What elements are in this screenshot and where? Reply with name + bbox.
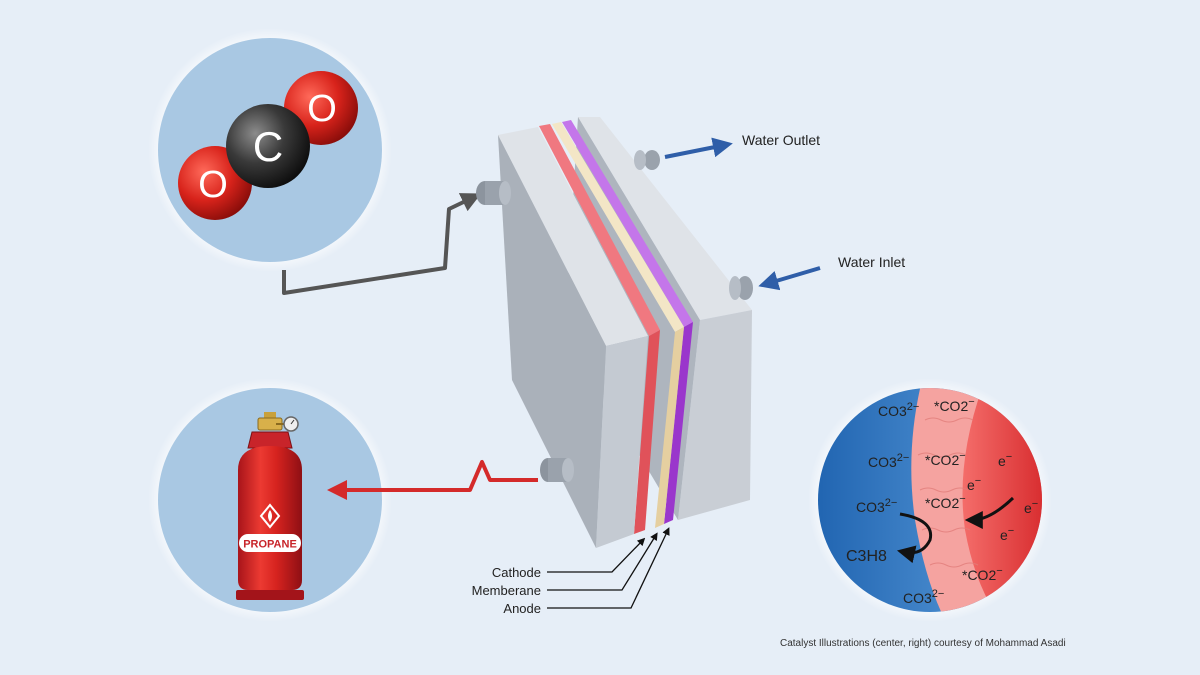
cathode-plate-top (498, 127, 648, 346)
carbonate-label-1: CO32− (878, 401, 919, 419)
membrane-label: Memberane (472, 583, 541, 598)
adsorbed-co2-label-3: *CO2− (925, 493, 966, 511)
tank-label-band (239, 534, 301, 552)
electron-label-1: e− (998, 451, 1012, 469)
carbonate-label-2: CO32− (868, 452, 909, 470)
carbon-atom (226, 104, 310, 188)
adsorbed-co2-label-2: *CO2− (925, 450, 966, 468)
image-credit: Catalyst Illustrations (center, right) c… (780, 638, 1066, 649)
adsorbed-co2-label-4: *CO2− (962, 565, 1003, 583)
oxygen-right-label: O (307, 88, 337, 130)
water-inlet-port (729, 276, 741, 300)
flame-hazard-icon (259, 503, 281, 529)
water-inlet-label: Water Inlet (838, 254, 905, 270)
propane-outlet-arrow (327, 460, 538, 500)
water-outlet-arrow (664, 137, 733, 159)
adsorbed-co2-label-1: *CO2− (934, 396, 975, 414)
co2-panel: O C O (148, 28, 392, 272)
anode-plate-top (578, 117, 752, 320)
co2-inlet-port (499, 181, 511, 205)
cathode-layer (634, 330, 660, 534)
water-inlet-arrow (758, 266, 821, 291)
electron-label-3: e− (1024, 498, 1038, 516)
electron-label-4: e− (1000, 525, 1014, 543)
co2-inlet-arrow (282, 193, 482, 295)
electron-flow-arrow (964, 496, 1015, 529)
propane-product-label: C3H8 (846, 548, 887, 565)
reduction-arrow (896, 512, 933, 564)
catalyst-panel: CO32− CO32− CO32− CO32− *CO2− *CO2− *CO2… (808, 378, 1052, 622)
electron-label-2: e− (967, 475, 981, 493)
co2-molecule: O C O (178, 71, 358, 220)
product-outlet-port (562, 458, 574, 482)
carbon-label: C (253, 123, 283, 170)
water-outlet-label: Water Outlet (742, 132, 820, 148)
propane-label: PROPANE (243, 539, 297, 551)
electrolyzer-cell (476, 117, 753, 548)
anode-label: Anode (503, 601, 541, 616)
oxygen-left-label: O (198, 164, 228, 206)
cathode-label: Cathode (492, 565, 541, 580)
propane-tank: PROPANE (236, 412, 304, 600)
water-outlet-port (634, 150, 646, 170)
propane-panel: PROPANE (148, 378, 392, 622)
layer-callouts: Cathode Memberane Anode (472, 527, 670, 616)
membrane-layer (655, 327, 684, 528)
cathode-plate (498, 135, 606, 548)
anode-layer (664, 322, 693, 524)
carbonate-label-4: CO32− (903, 588, 944, 606)
carbonate-label-3: CO32− (856, 497, 897, 515)
